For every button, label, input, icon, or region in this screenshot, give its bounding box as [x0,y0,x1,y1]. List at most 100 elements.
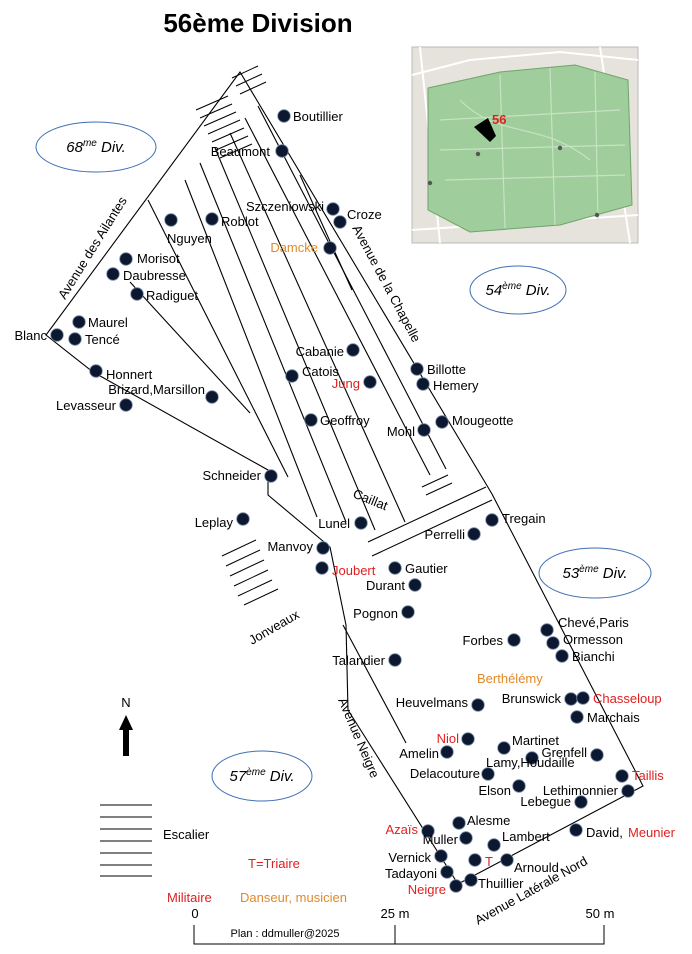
tomb-label-elson: Elson [478,783,511,798]
tomb-marker-vernick [434,849,448,863]
tomb-label-mougeotte: Mougeotte [452,413,513,428]
division-57: 57ème Div. [211,750,313,802]
tomb-marker-lebegue [574,795,588,809]
tomb-marker-ormesson [546,636,560,650]
tomb-marker-t [468,853,482,867]
tomb-label-vernick: Vernick [388,850,431,865]
tomb-label-lunel: Lunel [318,516,350,531]
tomb-label-gautier: Gautier [405,561,448,576]
tomb-marker-martinet [497,741,511,755]
svg-text:25 m: 25 m [381,906,410,921]
tomb-marker-lamy-houdaille [525,751,539,765]
tomb-label-niol: Niol [437,731,460,746]
tomb-marker-lambert [487,838,501,852]
tomb-label-bianchi: Bianchi [572,649,615,664]
division-outline [45,71,644,885]
tomb-marker-lethimonnier [621,784,635,798]
tomb-label-lamy-houdaille: Lamy,Houdaille [486,755,575,770]
tomb-marker-jung [363,375,377,389]
svg-text:54ème Div.: 54ème Div. [485,281,550,299]
svg-text:53ème Div.: 53ème Div. [562,564,627,582]
legend-triaire: T=Triaire [248,856,300,871]
tomb-marker-maurel [72,315,86,329]
tomb-marker-radiguet [130,287,144,301]
tomb-marker-mohl [417,423,431,437]
tomb-marker-pognon [401,605,415,619]
tomb-label-schneider: Schneider [202,468,261,483]
tomb-label-cabanie: Cabanie [296,344,344,359]
tomb-marker-marchais [570,710,584,724]
tomb-label-durant: Durant [366,578,405,593]
tomb-label-ormesson: Ormesson [563,632,623,647]
tomb-label-talandier: Talandier [332,653,385,668]
tomb-label-brizard-marsillon: Brizard,Marsillon [108,382,205,397]
tomb-label-grenfell: Grenfell [541,745,587,760]
division-54: 54ème Div. [469,265,567,315]
tombs-layer: BoutillierBeaumontSzczeniowskiCrozeNguye… [14,109,675,897]
tomb-marker-amelin [440,745,454,759]
division-68: 68me Div. [35,121,157,173]
tomb-label-daubresse: Daubresse [123,268,186,283]
tomb-label-beaumont: Beaumont [211,144,271,159]
tomb-marker-manvoy [316,541,330,555]
tomb-label-nguyen: Nguyen [167,231,212,246]
tomb-label-leplay: Leplay [195,515,234,530]
tomb-marker-levasseur [119,398,133,412]
tomb-label-meunier: Meunier [628,825,676,840]
tomb-marker-lunel [354,516,368,530]
street-caillat: Caillat [351,486,390,514]
tomb-marker-boutillier [277,109,291,123]
tomb-label-croze: Croze [347,207,382,222]
tomb-marker-brunswick [564,692,578,706]
tomb-label-david: David, [586,825,623,840]
street-jonveaux: Jonveaux [246,607,302,648]
tomb-marker-tenc [68,332,82,346]
tomb-marker-niol [461,732,475,746]
tomb-label-amelin: Amelin [399,746,439,761]
tomb-label-aza-s: Azaïs [385,822,418,837]
tomb-label-honnert: Honnert [106,367,153,382]
legend-danseur: Danseur, musicien [240,890,347,905]
tomb-label-martinet: Martinet [512,733,559,748]
tomb-marker-chasseloup [576,691,590,705]
tomb-label-roblot: Roblot [221,214,259,229]
inset-map: 56 [411,46,639,244]
legend-escalier: Escalier [100,804,210,877]
tomb-label-hemery: Hemery [433,378,479,393]
tomb-marker-muller [459,831,473,845]
tomb-marker-perrelli [467,527,481,541]
tomb-marker-forbes [507,633,521,647]
tomb-marker-gautier [388,561,402,575]
svg-text:57ème Div.: 57ème Div. [229,767,294,785]
tomb-label-tadayoni: Tadayoni [385,866,437,881]
tomb-label-berth-l-my: Berthélémy [477,671,543,686]
tomb-marker-bianchi [555,649,569,663]
svg-text:Escalier: Escalier [163,827,210,842]
tomb-marker-tadayoni [440,865,454,879]
tomb-marker-catois [285,369,299,383]
tomb-marker-honnert [89,364,103,378]
tomb-label-pognon: Pognon [353,606,398,621]
tomb-marker-durant [408,578,422,592]
tomb-marker-grenfell [590,748,604,762]
tomb-label-neigre: Neigre [408,882,446,897]
tomb-label-lebegue: Lebegue [520,794,571,809]
tomb-marker-daubresse [106,267,120,281]
tomb-marker-elson [512,779,526,793]
tomb-marker-blanc [50,328,64,342]
tomb-marker-roblot [205,212,219,226]
tomb-marker-arnould [500,853,514,867]
tomb-marker-nguyen [164,213,178,227]
tomb-marker-billotte [410,362,424,376]
tomb-label-manvoy: Manvoy [267,539,313,554]
tomb-label-szczeniowski: Szczeniowski [246,199,324,214]
tomb-label-thuillier: Thuillier [478,876,524,891]
tomb-label-billotte: Billotte [427,362,466,377]
street-ailantes: Avenue des Ailantes [55,194,130,302]
tomb-marker-beaumont [275,144,289,158]
tomb-label-alesme: Alesme [467,813,510,828]
tomb-label-damcke: Damcke [270,240,318,255]
tomb-marker-alesme [452,816,466,830]
tomb-label-brunswick: Brunswick [502,691,562,706]
